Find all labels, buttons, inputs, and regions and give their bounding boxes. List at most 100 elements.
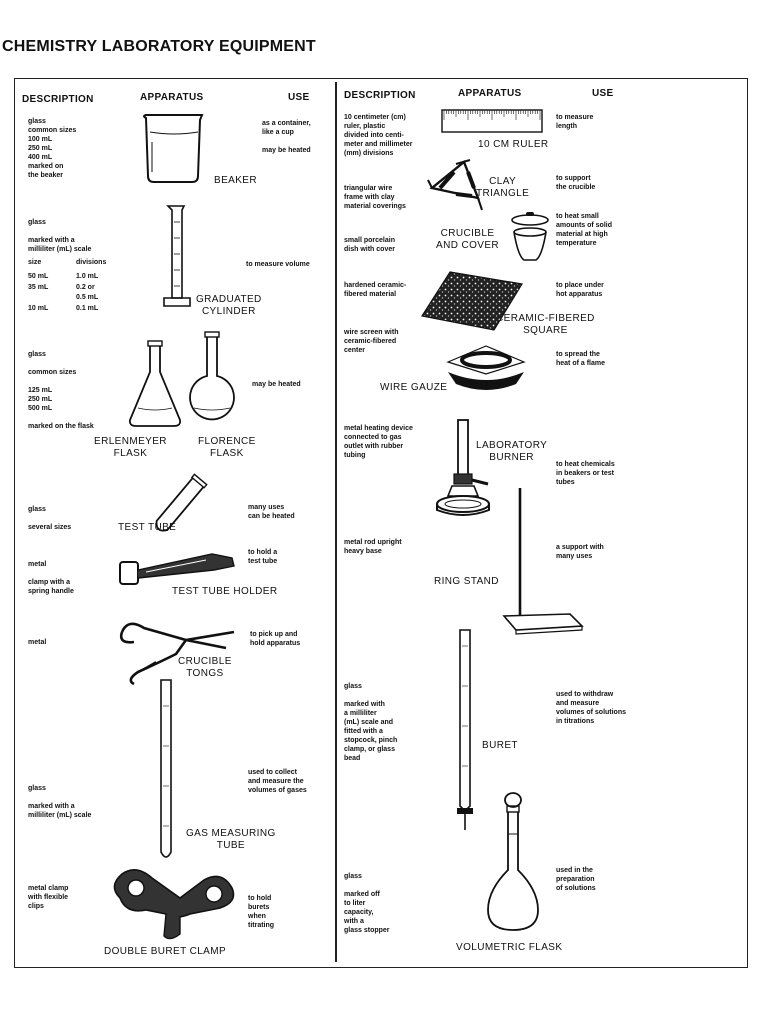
ruler-use-line: length: [556, 123, 577, 130]
gas-measuring-tube-label-line: TUBE: [216, 840, 245, 851]
crucible-tongs-label-line: CRUCIBLE: [178, 656, 232, 667]
beaker-label: BEAKER: [214, 175, 257, 187]
graduated-cylinder-description-line: glass: [28, 219, 46, 226]
ruler-description-line: meter and millimeter: [344, 141, 413, 148]
ruler-use-line: to measure: [556, 114, 594, 121]
ceramic-square-use-line: to place under: [556, 282, 604, 289]
beaker-use: as a container,like a cup may be heated: [262, 119, 311, 155]
crucible-cover-use-line: material at high: [556, 231, 608, 238]
ruler-ticks: [443, 110, 541, 120]
cylinder-division-2: 0.2 or: [76, 284, 95, 291]
clay-triangle-label-line: TRIANGLE: [476, 188, 530, 199]
double-buret-clamp-description-line: with flexible: [28, 894, 69, 901]
double-buret-clamp-label: DOUBLE BURET CLAMP: [104, 946, 226, 958]
burner-label-line: BURNER: [489, 452, 534, 463]
flask-description-line: glass: [28, 351, 46, 358]
graduated-cylinder-description-line: marked with a: [28, 237, 75, 244]
volumetric-flask-description-line: glass stopper: [344, 927, 390, 934]
crucible-tongs-description: metal: [28, 638, 46, 647]
ceramic-square-label-line: CERAMIC-FIBERED: [496, 313, 595, 324]
ruler-use: to measure length: [556, 113, 593, 131]
gas-measuring-tube-use-line: volumes of gases: [248, 787, 307, 794]
erlenmeyer-flask-drawing: [128, 340, 182, 427]
crucible-tongs-label-line: TONGS: [186, 668, 224, 679]
beaker-description-line: 400 mL: [28, 154, 53, 161]
test-tube-description: glass several sizes: [28, 505, 71, 532]
ruler-description-line: 10 centimeter (cm): [344, 114, 406, 121]
ceramic-square-description-line: hardened ceramic-: [344, 282, 407, 289]
buret-description-line: stopcock, pinch: [344, 737, 398, 744]
wire-gauze-description-line: center: [344, 347, 366, 354]
flask-description-line: marked on the flask: [28, 423, 94, 430]
wire-gauze-label: WIRE GAUZE: [380, 382, 447, 394]
cylinder-division-3: 0.5 mL: [76, 294, 99, 301]
gas-measuring-tube-description-line: marked with a: [28, 803, 75, 810]
crucible-tongs-use-line: hold apparatus: [250, 640, 301, 647]
ruler-drawing: [441, 109, 543, 133]
test-tube-holder-description-line: spring handle: [28, 588, 74, 595]
crucible-cover-use-line: amounts of solid: [556, 222, 612, 229]
volumetric-flask-label-line: VOLUMETRIC FLASK: [456, 942, 563, 953]
clay-triangle-use-line: the crucible: [556, 184, 596, 191]
ring-stand-use-line: many uses: [556, 553, 593, 560]
gas-measuring-tube-drawing: [160, 679, 172, 858]
cylinder-size-header: size: [28, 259, 42, 266]
cylinder-divisions-header: divisions: [76, 259, 107, 266]
equipment-sheet: [14, 78, 748, 968]
ceramic-square-drawing: [421, 271, 523, 331]
burner-use-line: tubes: [556, 479, 575, 486]
ruler-description-line: divided into centi-: [344, 132, 404, 139]
wire-gauze-drawing: [446, 345, 526, 390]
ruler-label-line: 10 CM RULER: [478, 139, 549, 150]
flask-description-line: 500 mL: [28, 405, 53, 412]
ring-stand-description-line: heavy base: [344, 548, 382, 555]
volumetric-flask-description-line: [344, 881, 390, 890]
gas-measuring-tube-use-line: used to collect: [248, 769, 298, 776]
ring-stand-drawing: [502, 488, 584, 635]
ruler-description-line: (mm) divisions: [344, 150, 394, 157]
test-tube-label-line: TEST TUBE: [118, 522, 177, 533]
double-buret-clamp-use-line: titrating: [248, 922, 275, 929]
florence-flask-label-line: FLASK: [209, 448, 244, 459]
buret-label: BURET: [482, 740, 518, 752]
buret-use-line: in titrations: [556, 718, 595, 725]
double-buret-clamp-use-line: to hold: [248, 895, 272, 902]
erlenmeyer-flask-label-line: ERLENMEYER: [94, 436, 167, 447]
volumetric-flask-use-line: preparation: [556, 876, 595, 883]
right-description-header: DESCRIPTION: [344, 90, 416, 101]
crucible-cover-use-line: temperature: [556, 240, 597, 247]
buret-use-line: used to withdraw: [556, 691, 614, 698]
left-apparatus-header: APPARATUS: [140, 92, 204, 103]
burner-use-line: in beakers or test: [556, 470, 614, 477]
flask-description-line: [28, 413, 94, 422]
flask-description-line: [28, 359, 94, 368]
clay-triangle-description-line: triangular wire: [344, 185, 393, 192]
buret-description-line: a milliliter: [344, 710, 377, 717]
burner-description-line: connected to gas: [344, 434, 402, 441]
clay-triangle-description-line: material coverings: [344, 203, 406, 210]
wire-gauze-description-line: ceramic-fibered: [344, 338, 397, 345]
buret-use-line: volumes of solutions: [556, 709, 627, 716]
graduated-cylinder-label-line: GRADUATED: [196, 294, 262, 305]
beaker-description-line: marked on: [28, 163, 64, 170]
burner-description-line: tubing: [344, 452, 366, 459]
test-tube-description-line: [28, 514, 71, 523]
